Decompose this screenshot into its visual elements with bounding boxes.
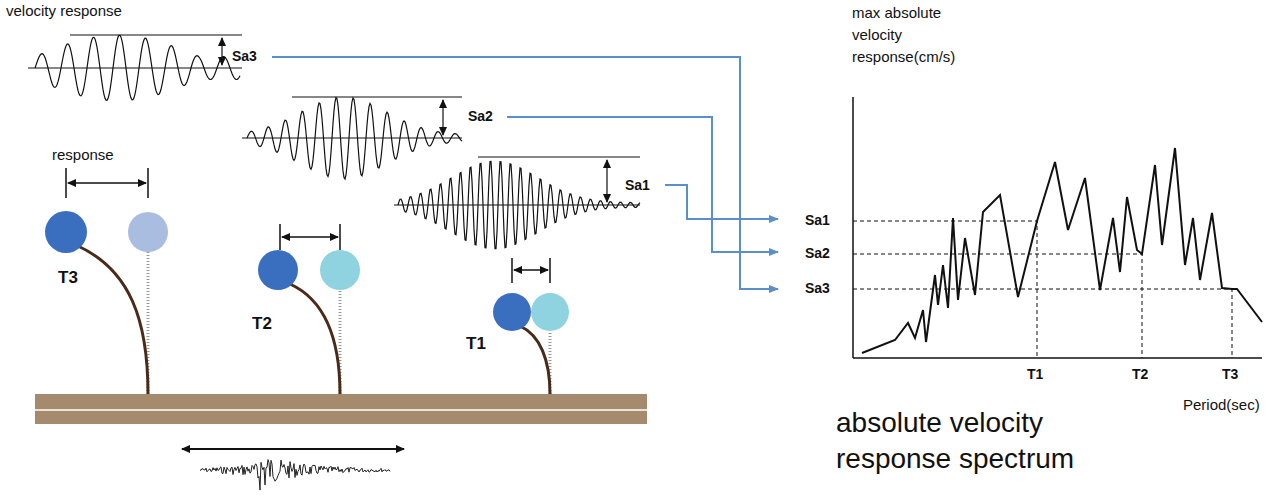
spectrum-curve	[862, 148, 1262, 353]
mass-moved	[45, 211, 87, 253]
chart-axes	[853, 97, 1262, 358]
response-label: response	[52, 146, 114, 164]
ground-line	[35, 409, 647, 411]
sa-label: Sa2	[468, 108, 493, 125]
sa-label: Sa3	[232, 48, 257, 65]
axis-value: Sa2	[805, 245, 830, 262]
axis-title: velocity response	[6, 2, 122, 20]
period-label: T3	[58, 268, 78, 288]
guide-lines	[853, 221, 1232, 358]
mass-rest	[128, 212, 168, 252]
axis-tick: T1	[1027, 366, 1043, 383]
motion-arrow	[182, 448, 404, 450]
leader-lines	[272, 57, 778, 289]
seismogram	[200, 460, 390, 491]
sa-label: Sa1	[625, 177, 650, 194]
axis-title: max absolute velocity response(cm/s)	[852, 2, 964, 68]
chart-caption: absolute velocity response spectrum	[836, 405, 1156, 477]
period-label: T1	[466, 334, 486, 354]
bent-poles	[78, 246, 550, 394]
mass-moved	[258, 250, 298, 290]
axis-title: Period(sec)	[1183, 396, 1260, 414]
period-label: T2	[252, 314, 272, 334]
waveforms	[28, 35, 640, 249]
ground	[35, 394, 647, 424]
mass-moved	[493, 293, 531, 331]
axis-tick: T2	[1132, 366, 1148, 383]
axis-value: Sa1	[805, 212, 830, 229]
axis-value: Sa3	[805, 280, 830, 297]
mass-rest	[320, 250, 360, 290]
mass-rest	[531, 293, 569, 331]
axis-tick: T3	[1222, 366, 1238, 383]
poles	[148, 250, 550, 394]
